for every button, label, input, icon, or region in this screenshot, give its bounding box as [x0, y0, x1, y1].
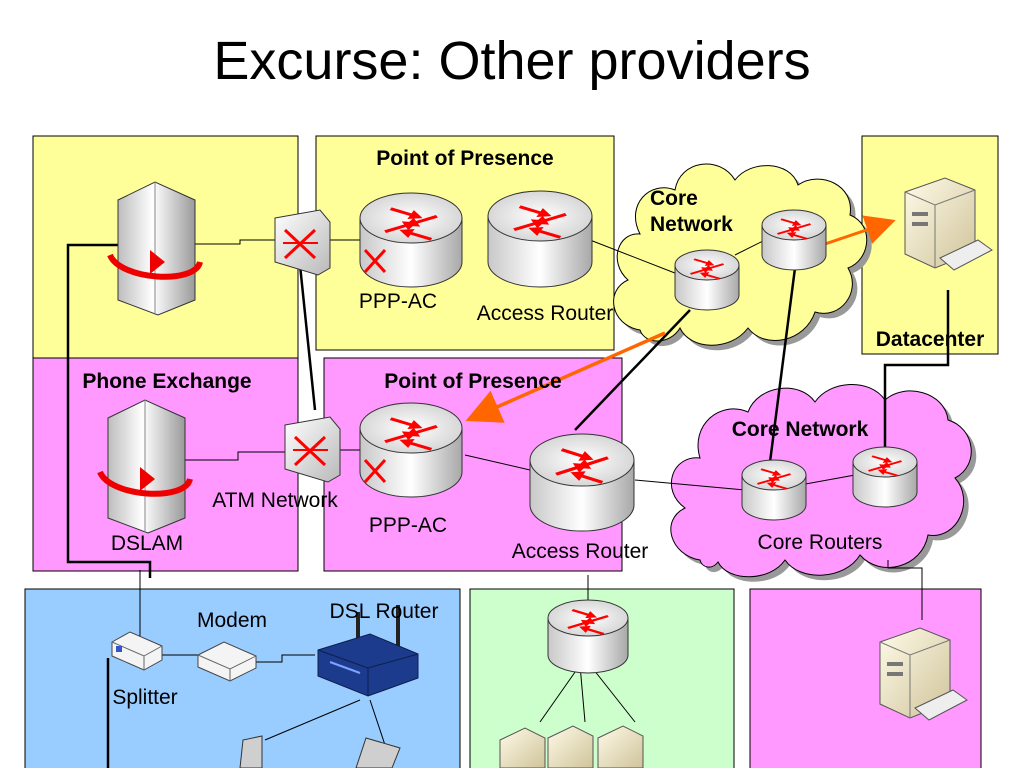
label-modem: Modem: [197, 609, 267, 632]
label-datacenter: Datacenter: [876, 328, 985, 351]
ppp-ac-router-top: [359, 192, 463, 288]
label-ppp-ac-bottom: PPP-AC: [369, 514, 447, 537]
pink-server-icon: [879, 627, 968, 721]
label-atm-network: ATM Network: [212, 489, 338, 512]
dsl-router-icon: [317, 605, 419, 697]
label-core-network-bottom: Core Network: [732, 418, 869, 441]
splitter-icon: [111, 631, 163, 671]
laptop-left-icon: [239, 735, 263, 768]
label-phone-exchange: Phone Exchange: [82, 370, 251, 393]
label-access-router-bottom: Access Router: [512, 540, 649, 563]
ppp-ac-router-bottom: [359, 402, 463, 498]
core-router-bottom-left: [741, 459, 807, 521]
label-pop-top: Point of Presence: [376, 147, 553, 170]
label-access-router-top: Access Router: [477, 302, 614, 325]
atm-switch-top: [274, 209, 331, 276]
tower-server-top: [107, 181, 203, 316]
core-cloud-bottom: [670, 384, 977, 582]
green-server-cluster: [499, 725, 644, 768]
datacenter-server-icon: [904, 177, 993, 271]
access-router-bottom: [529, 433, 635, 532]
tower-server-dslam: [97, 399, 193, 534]
label-dsl-router: DSL Router: [330, 600, 439, 623]
label-ppp-ac-top: PPP-AC: [359, 290, 437, 313]
core-router-top-right: [761, 209, 827, 271]
router-green-region: [547, 599, 629, 674]
core-router-bottom-right: [852, 446, 918, 508]
connections: [66, 239, 950, 768]
laptop-right-icon: [355, 737, 401, 768]
atm-switch-bottom: [284, 416, 341, 483]
core-router-top-left: [674, 249, 740, 311]
orange-arrow-datacenter: [821, 215, 896, 247]
modem-icon: [197, 641, 257, 682]
orange-arrow-pop: [465, 331, 666, 423]
label-pop-bottom: Point of Presence: [384, 370, 561, 393]
label-splitter: Splitter: [112, 686, 177, 709]
label-dslam: DSLAM: [111, 532, 183, 555]
label-core-routers: Core Routers: [758, 531, 883, 554]
access-router-top: [487, 190, 593, 288]
slide-title: Excurse: Other providers: [213, 31, 811, 91]
